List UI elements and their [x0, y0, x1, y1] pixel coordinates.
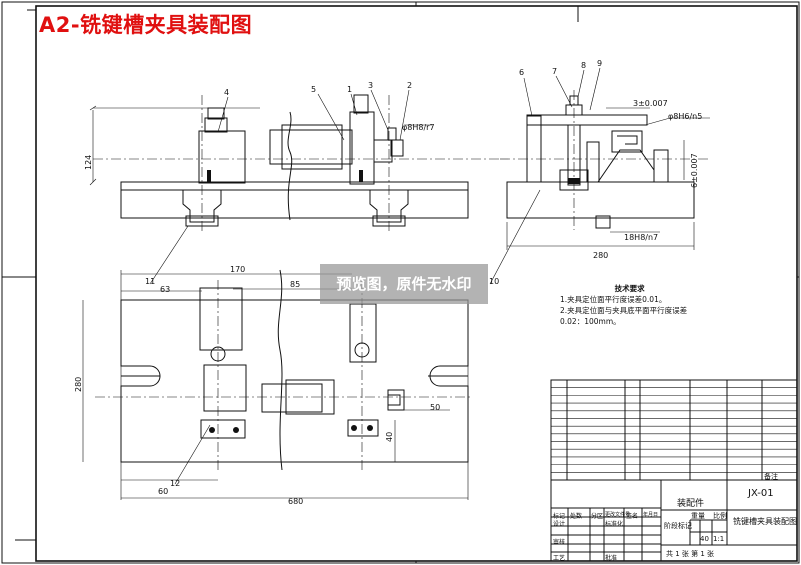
dim-63: 63	[160, 285, 170, 294]
balloon-9: 9	[597, 59, 602, 68]
tb-col-6: 年月日	[643, 512, 659, 518]
dim-60: 60	[158, 487, 168, 496]
balloon-2: 2	[407, 81, 412, 90]
notes-line-1: 1.夹具定位面平行度误差0.01。	[560, 295, 667, 304]
tb-col-3: 分区	[591, 513, 604, 520]
tb-std: 标准化	[605, 521, 624, 528]
balloon-11: 11	[145, 277, 155, 286]
tb-scale: 比例	[713, 512, 727, 520]
balloon-1: 1	[347, 85, 352, 94]
balloon-12: 12	[170, 479, 180, 488]
balloon-7: 7	[552, 67, 557, 76]
tb-sheet-info: 共 1 张 第 1 张	[666, 550, 715, 558]
tb-drawing-no: JX-01	[748, 488, 774, 499]
tb-review: 审核	[553, 539, 566, 546]
balloon-8: 8	[581, 61, 586, 70]
tb-col-1: 标记	[553, 513, 566, 520]
tb-col-2: 处数	[570, 513, 583, 520]
tb-part-label: 装配件	[677, 499, 705, 509]
notes-line-3: 0.02：100mm。	[560, 317, 621, 326]
dim-170: 170	[230, 265, 245, 274]
fit-side: φ8H6/n5	[668, 112, 702, 121]
notes-line-2: 2.夹具定位面与夹具底平面平行度误差	[560, 306, 688, 315]
dim-50: 50	[430, 403, 440, 412]
drawing-title: A2-铣键槽夹具装配图	[39, 13, 253, 37]
tb-stage: 阶段标记	[664, 522, 692, 530]
dim-280: 280	[74, 377, 83, 392]
technical-notes: 技术要求 1.夹具定位面平行度误差0.01。 2.夹具定位面与夹具底平面平行度误…	[560, 283, 687, 327]
tb-drawing-name: 铣键槽夹具装配图	[733, 517, 797, 526]
tb-scale-val: 1:1	[713, 535, 725, 543]
tb-process: 工艺	[553, 555, 566, 562]
notes-heading: 技术要求	[614, 284, 645, 293]
tb-weight: 重量	[691, 512, 705, 520]
tb-design: 设计	[553, 521, 566, 528]
dim-side-280: 280	[593, 251, 608, 260]
fit-bottom: 18H8/n7	[624, 233, 658, 242]
tb-col-5: 签名	[626, 513, 639, 520]
dim-680: 680	[288, 497, 303, 506]
tb-qty-val: 40	[700, 535, 709, 543]
watermark: 预览图，原件无水印	[320, 264, 488, 304]
dim-85: 85	[290, 280, 300, 289]
tol-v: 6±0.007	[690, 153, 699, 188]
balloon-10: 10	[489, 277, 499, 286]
balloon-5: 5	[311, 85, 316, 94]
fit-top: φ8H8/r7	[402, 123, 435, 132]
balloon-6: 6	[519, 68, 524, 77]
balloon-3: 3	[368, 81, 373, 90]
tol-h: 3±0.007	[633, 99, 668, 108]
dim-124: 124	[84, 155, 93, 170]
balloon-4: 4	[224, 88, 229, 97]
tb-col-4: 更改文件号	[605, 512, 631, 518]
tb-approve: 批准	[605, 555, 618, 562]
tb-remark: 备注	[764, 473, 778, 481]
dim-40: 40	[385, 432, 394, 442]
